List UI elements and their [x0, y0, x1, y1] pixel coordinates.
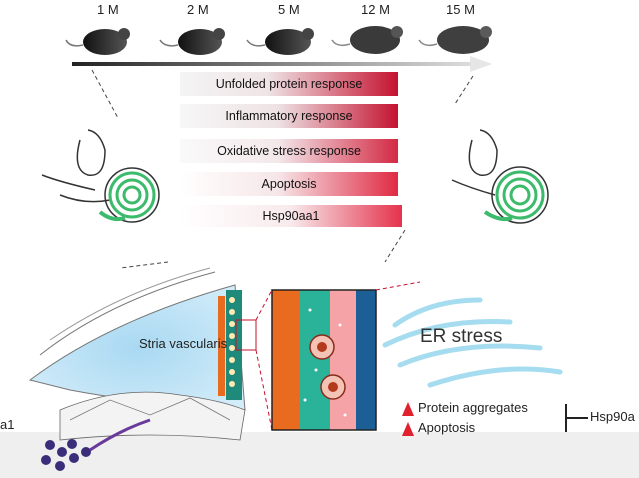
- response-label: Hsp90aa1: [262, 209, 320, 223]
- mouse-icon-1: [65, 28, 130, 55]
- hsp90-left-label: a1: [0, 417, 15, 432]
- stria-zoom-illustration: [255, 281, 421, 431]
- mouse-icon-4: [331, 26, 403, 54]
- inhibition-icon: [565, 404, 588, 432]
- response-bar-oxidative-stress: Oxidative stress response: [180, 139, 398, 163]
- response-label: Oxidative stress response: [217, 144, 361, 158]
- age-label-5: 15 M: [446, 2, 475, 17]
- up-arrow-icon-1: [402, 402, 414, 416]
- mouse-icon-2: [159, 28, 225, 55]
- apoptosis-label: Apoptosis: [418, 420, 476, 435]
- response-label: Inflammatory response: [225, 109, 353, 123]
- age-label-3: 5 M: [278, 2, 300, 17]
- mouse-icon-5: [418, 26, 492, 54]
- inner-ear-right-icon: [451, 129, 549, 224]
- up-arrow-icon-2: [402, 422, 414, 436]
- age-label-4: 12 M: [361, 2, 390, 17]
- er-stress-cloud: [382, 297, 563, 388]
- response-label: Apoptosis: [261, 177, 317, 191]
- hsp90-right-label: Hsp90a: [590, 409, 635, 424]
- response-bar-inflammatory: Inflammatory response: [180, 104, 398, 128]
- cochlear-duct-illustration: [28, 267, 257, 471]
- inner-ear-left-icon: [41, 129, 160, 223]
- er-stress-label: ER stress: [420, 326, 503, 347]
- response-label: Unfolded protein response: [215, 77, 363, 91]
- response-bar-apoptosis: Apoptosis: [180, 172, 398, 196]
- age-label-1: 1 M: [97, 2, 119, 17]
- age-label-2: 2 M: [187, 2, 209, 17]
- response-bar-hsp90aa1: Hsp90aa1: [180, 205, 402, 227]
- stria-vascularis-label: Stria vascularis: [139, 336, 228, 351]
- mouse-icon-3: [246, 28, 314, 55]
- timeline-arrow: [72, 56, 492, 72]
- response-bar-unfolded-protein: Unfolded protein response: [180, 72, 398, 96]
- protein-aggregates-label: Protein aggregates: [418, 400, 528, 415]
